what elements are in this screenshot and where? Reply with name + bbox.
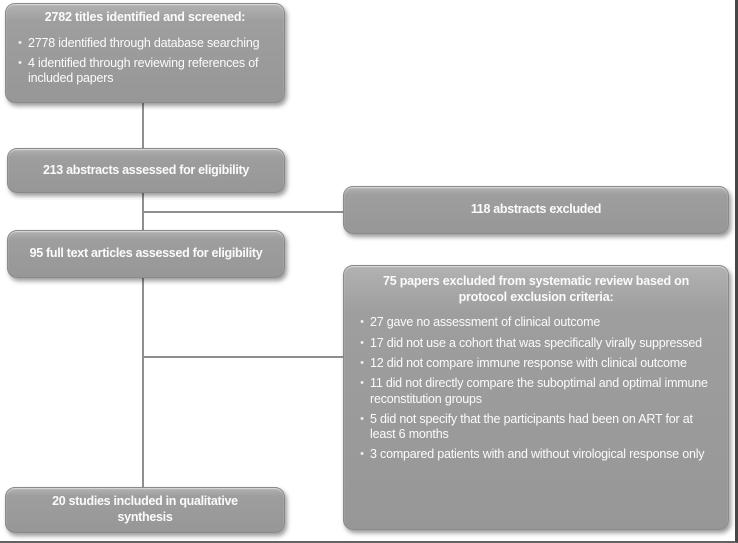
list-item: • 4 identified through reviewing referen… — [12, 56, 274, 87]
flow-box-papers-excluded: 75 papers excluded from systematic revie… — [343, 265, 729, 530]
bullet-text: 4 identified through reviewing reference… — [28, 56, 259, 86]
box-label: 213 abstracts assessed for eligibility — [42, 162, 250, 177]
bullet-icon: • — [360, 316, 364, 329]
connector-fulltext-to-included — [142, 278, 144, 487]
bullet-text: 12 did not compare immune response with … — [370, 356, 687, 371]
connector-to-papers-excluded — [142, 356, 343, 358]
list-item: • 3 compared patients with and without v… — [354, 447, 714, 462]
flow-box-titles-screened: 2782 titles identified and screened: • 2… — [5, 3, 285, 103]
bullet-text: 27 gave no assessment of clinical outcom… — [370, 315, 601, 330]
bullet-icon: • — [360, 412, 364, 425]
bullet-list: • 27 gave no assessment of clinical outc… — [344, 307, 728, 467]
list-item: • 5 did not specify that the participant… — [354, 412, 714, 443]
bullet-text: 3 compared patients with and without vir… — [370, 447, 705, 462]
bullet-text: 11 did not directly compare the suboptim… — [370, 376, 708, 406]
bullet-text: 2778 identified through database searchi… — [28, 35, 260, 50]
flow-box-abstracts-assessed: 213 abstracts assessed for eligibility — [7, 148, 285, 193]
bullet-list: • 2778 identified through database searc… — [6, 28, 284, 91]
connector-screened-to-abstracts — [142, 103, 144, 148]
box-label: 20 studies included in qualitative synth… — [52, 494, 238, 524]
bullet-icon: • — [360, 357, 364, 370]
flow-box-included-studies: 20 studies included in qualitative synth… — [5, 487, 285, 533]
box-label: 118 abstracts excluded — [470, 202, 602, 217]
list-item: • 27 gave no assessment of clinical outc… — [354, 315, 714, 330]
flow-box-abstracts-excluded: 118 abstracts excluded — [343, 186, 729, 234]
flow-box-fulltext-assessed: 95 full text articles assessed for eligi… — [7, 230, 285, 278]
bullet-text: 17 did not use a cohort that was specifi… — [370, 335, 702, 350]
bullet-icon: • — [360, 448, 364, 461]
bullet-icon: • — [360, 377, 364, 390]
box-title: 75 papers excluded from systematic revie… — [382, 274, 690, 304]
box-label: 95 full text articles assessed for eligi… — [29, 246, 263, 261]
bullet-icon: • — [18, 57, 22, 70]
connector-to-abstracts-excluded — [142, 211, 343, 213]
bullet-icon: • — [360, 336, 364, 349]
list-item: • 12 did not compare immune response wit… — [354, 356, 714, 371]
list-item: • 11 did not directly compare the subopt… — [354, 376, 714, 407]
list-item: • 17 did not use a cohort that was speci… — [354, 336, 714, 351]
box-title: 2782 titles identified and screened: — [44, 10, 246, 24]
list-item: • 2778 identified through database searc… — [12, 36, 274, 51]
bullet-icon: • — [18, 36, 22, 49]
bullet-text: 5 did not specify that the participants … — [370, 411, 693, 442]
